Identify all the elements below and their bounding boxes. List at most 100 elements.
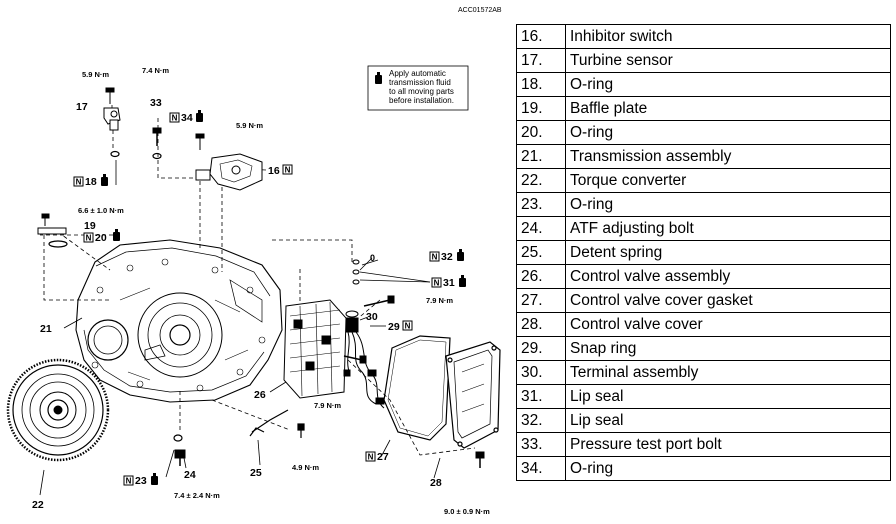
snap-ring-29 (345, 310, 359, 318)
parts-row: 19.Baffle plate (516, 96, 891, 121)
part-name: Pressure test port bolt (565, 432, 891, 457)
control-valve-cover-gasket (383, 335, 451, 441)
callout-32: 32 (441, 251, 453, 263)
new-part-mark-32 (429, 251, 440, 263)
part-name: Transmission assembly (565, 144, 891, 169)
torque-16: 5.9 N·m (236, 121, 263, 130)
part-name: Control valve cover (565, 312, 891, 337)
torque-30: 7.9 N·m (426, 296, 453, 305)
part-number: 22. (516, 168, 566, 193)
parts-row: 31.Lip seal (516, 384, 891, 409)
new-part-mark-18 (73, 176, 84, 188)
parts-row: 17.Turbine sensor (516, 48, 891, 73)
callout-26: 26 (254, 389, 266, 401)
callout-18: 18 (85, 176, 97, 188)
callout-31: 31 (443, 277, 455, 289)
part-number: 23. (516, 192, 566, 217)
new-part-mark-34 (169, 112, 180, 124)
part-name: Lip seal (565, 408, 891, 433)
part-name: ATF adjusting bolt (565, 216, 891, 241)
parts-row: 16.Inhibitor switch (516, 24, 891, 49)
control-valve-assembly (283, 299, 347, 399)
leader-lines (40, 118, 476, 456)
atf-icon-23 (151, 473, 158, 485)
atf-adjusting-bolt (174, 449, 186, 466)
gasket-inner-edge (387, 339, 447, 437)
atf-icon-20 (113, 229, 120, 241)
parts-row: 33.Pressure test port bolt (516, 432, 891, 457)
baffle-plate (37, 213, 67, 235)
cover-bolt (475, 451, 485, 468)
part-name: O-ring (565, 120, 891, 145)
atf-icon-32 (457, 249, 464, 261)
atf-note-box: Apply automatic transmission fluid to al… (367, 65, 469, 111)
terminal-assembly (343, 317, 385, 409)
parts-row: 34.O-ring (516, 456, 891, 481)
part-number: 30. (516, 360, 566, 385)
parts-row: 30.Terminal assembly (516, 360, 891, 385)
part-number: 16. (516, 24, 566, 49)
lip-seals (352, 259, 360, 285)
new-part-mark-31 (431, 277, 442, 289)
o-ring-18 (110, 150, 120, 158)
part-name: O-ring (565, 456, 891, 481)
parts-row: 27.Control valve cover gasket (516, 288, 891, 313)
part-name: O-ring (565, 192, 891, 217)
callout-22: 22 (32, 499, 44, 511)
part-name: Control valve cover gasket (565, 288, 891, 313)
parts-row: 32.Lip seal (516, 408, 891, 433)
part-number: 33. (516, 432, 566, 457)
callout-25: 25 (250, 467, 262, 479)
atf-icon-34 (196, 110, 203, 122)
parts-row: 26.Control valve assembly (516, 264, 891, 289)
parts-row: 18.O-ring (516, 72, 891, 97)
callout-23: 23 (135, 475, 147, 487)
parts-row: 22.Torque converter (516, 168, 891, 193)
torque-19: 6.6 ± 1.0 N·m (78, 206, 124, 215)
part-number: 31. (516, 384, 566, 409)
callout-19: 19 (84, 220, 96, 232)
torque-24: 7.4 ± 2.4 N·m (174, 491, 220, 500)
torque-26: 7.9 N·m (314, 401, 341, 410)
callout-16: 16 (268, 165, 280, 177)
new-part-mark-23 (123, 475, 134, 487)
o-ring-34 (152, 152, 162, 160)
o-ring-23 (173, 434, 183, 442)
parts-row: 29.Snap ring (516, 336, 891, 361)
part-number: 21. (516, 144, 566, 169)
diagram-code: ACC01572AB (458, 7, 502, 14)
part-number: 17. (516, 48, 566, 73)
torque-25: 4.9 N·m (292, 463, 319, 472)
part-name: Terminal assembly (565, 360, 891, 385)
callout-20: 20 (95, 232, 107, 244)
new-part-mark-29 (402, 320, 413, 332)
new-part-mark-27 (365, 451, 376, 463)
transmission-case (75, 239, 283, 403)
atf-note-line-1: Apply automatic (389, 69, 446, 78)
new-part-mark-16 (282, 164, 293, 176)
o-ring-20 (48, 240, 68, 248)
callout-28: 28 (430, 477, 442, 489)
part-name: O-ring (565, 72, 891, 97)
part-number: 20. (516, 120, 566, 145)
atf-note-line-3: to all moving parts (389, 87, 454, 96)
parts-row: 21.Transmission assembly (516, 144, 891, 169)
parts-row: 24.ATF adjusting bolt (516, 216, 891, 241)
part-number: 28. (516, 312, 566, 337)
callout-33: 33 (150, 97, 162, 109)
callout-34: 34 (181, 112, 193, 124)
new-part-mark-20 (83, 232, 94, 244)
parts-row: 28.Control valve cover (516, 312, 891, 337)
part-name: Lip seal (565, 384, 891, 409)
callout-30: 30 (366, 311, 378, 323)
turbine-sensor (103, 87, 121, 131)
part-number: 29. (516, 336, 566, 361)
part-number: 34. (516, 456, 566, 481)
callout-29: 29 (388, 321, 400, 333)
part-name: Baffle plate (565, 96, 891, 121)
callout-27: 27 (377, 451, 389, 463)
atf-note-line-4: before installation. (389, 96, 454, 105)
part-number: 32. (516, 408, 566, 433)
callout-17: 17 (76, 101, 88, 113)
